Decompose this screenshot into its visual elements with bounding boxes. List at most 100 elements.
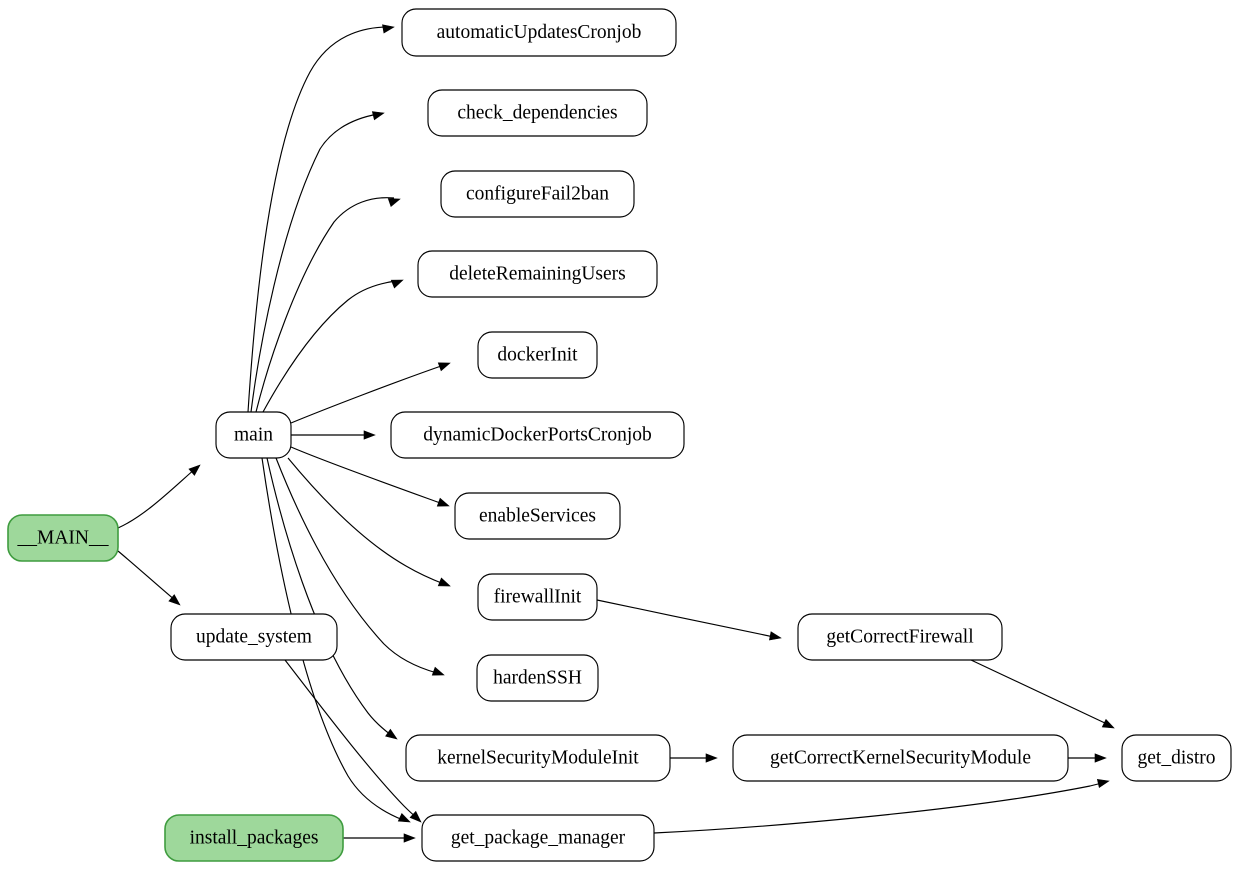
- edge-line: [262, 280, 397, 413]
- node-label: main: [234, 424, 273, 445]
- node-shape[interactable]: [170, 613, 338, 661]
- graph-node-delRemUsers[interactable]: deleteRemainingUsers: [417, 250, 658, 298]
- arrow-head-icon: [1094, 753, 1107, 763]
- node-label: getCorrectFirewall: [826, 626, 974, 647]
- edge-line: [117, 467, 197, 529]
- graph-edge: [117, 550, 181, 606]
- node-label: firewallInit: [494, 586, 582, 607]
- graph-node-getCorrectKSM[interactable]: getCorrectKernelSecurityModule: [732, 734, 1069, 782]
- edge-line: [970, 659, 1108, 725]
- graph-node-hardenSSH[interactable]: hardenSSH: [476, 654, 599, 702]
- graph-node-configFail2ban[interactable]: configureFail2ban: [440, 170, 635, 218]
- node-shape[interactable]: [454, 492, 621, 540]
- edge-line: [653, 782, 1103, 834]
- graph-edge: [291, 430, 376, 440]
- node-label: check_dependencies: [457, 102, 617, 123]
- graph-edge: [250, 111, 385, 413]
- graph-edge: [596, 599, 782, 641]
- arrow-head-icon: [382, 24, 395, 34]
- arrow-head-icon: [1096, 779, 1110, 789]
- graph-edge: [287, 457, 451, 587]
- node-shape[interactable]: [1121, 734, 1232, 782]
- edge-line: [250, 113, 379, 413]
- graph-edge: [290, 362, 451, 424]
- graph-edge: [290, 446, 450, 507]
- node-shape[interactable]: [477, 573, 598, 621]
- node-label: getCorrectKernelSecurityModule: [770, 747, 1031, 768]
- graph-node-get_pkg_mgr[interactable]: get_package_manager: [421, 814, 655, 862]
- node-shape[interactable]: [476, 654, 599, 702]
- graph-node-main_entry[interactable]: __MAIN__: [7, 514, 119, 562]
- node-label: deleteRemainingUsers: [449, 263, 626, 284]
- node-shape[interactable]: [390, 411, 685, 459]
- graph-node-enableServices[interactable]: enableServices: [454, 492, 621, 540]
- arrow-head-icon: [403, 833, 416, 843]
- edge-line: [117, 550, 177, 602]
- arrow-head-icon: [437, 577, 451, 587]
- graph-edge: [275, 457, 445, 676]
- edge-line: [266, 457, 392, 736]
- node-shape-entrypoint[interactable]: [164, 814, 344, 862]
- node-layer: __MAIN__ main update_system install_package…: [7, 8, 1232, 862]
- graph-node-check_deps[interactable]: check_dependencies: [427, 89, 648, 137]
- edge-line: [596, 599, 775, 638]
- node-shape[interactable]: [405, 734, 671, 782]
- node-label: __MAIN__: [17, 527, 109, 548]
- arrow-head-icon: [385, 728, 398, 740]
- node-shape[interactable]: [417, 250, 658, 298]
- node-shape[interactable]: [401, 8, 677, 57]
- edge-line: [290, 446, 444, 505]
- node-label: dockerInit: [497, 344, 578, 365]
- arrow-head-icon: [705, 753, 718, 763]
- graph-node-getCorrectFw[interactable]: getCorrectFirewall: [797, 613, 1003, 661]
- node-shape[interactable]: [440, 170, 635, 218]
- graph-node-dynDockerPorts[interactable]: dynamicDockerPortsCronjob: [390, 411, 685, 459]
- node-label: hardenSSH: [493, 667, 582, 688]
- graph-node-autoUpdCron[interactable]: automaticUpdatesCronjob: [401, 8, 677, 57]
- graph-node-install_packages[interactable]: install_packages: [164, 814, 344, 862]
- graph-node-main[interactable]: main: [215, 411, 292, 459]
- edge-line: [290, 364, 445, 424]
- node-label: enableServices: [479, 505, 596, 526]
- node-label: dynamicDockerPortsCronjob: [423, 424, 652, 445]
- edge-line: [261, 457, 404, 821]
- graph-edge: [970, 659, 1115, 729]
- graph-edge: [262, 279, 404, 413]
- node-shape[interactable]: [421, 814, 655, 862]
- node-shape-entrypoint[interactable]: [7, 514, 119, 562]
- graph-edge: [261, 457, 411, 823]
- graph-edge: [117, 464, 201, 529]
- node-shape[interactable]: [477, 331, 598, 379]
- node-label: get_package_manager: [451, 827, 626, 848]
- graph-edge: [343, 833, 416, 843]
- arrow-head-icon: [387, 198, 401, 208]
- node-shape[interactable]: [215, 411, 292, 459]
- graph-edge: [284, 659, 422, 823]
- graph-edge: [1068, 753, 1107, 763]
- node-label: get_distro: [1138, 747, 1216, 768]
- arrow-head-icon: [168, 594, 181, 606]
- node-shape[interactable]: [427, 89, 648, 137]
- graph-node-dockerInit[interactable]: dockerInit: [477, 331, 598, 379]
- arrow-head-icon: [371, 111, 385, 121]
- node-shape[interactable]: [797, 613, 1003, 661]
- graph-node-firewallInit[interactable]: firewallInit: [477, 573, 598, 621]
- graph-node-get_distro[interactable]: get_distro: [1121, 734, 1232, 782]
- arrow-head-icon: [436, 497, 450, 507]
- arrow-head-icon: [363, 430, 376, 440]
- node-shape[interactable]: [732, 734, 1069, 782]
- arrow-head-icon: [390, 279, 404, 289]
- edge-layer: [117, 24, 1115, 843]
- graph-node-kernSecModInit[interactable]: kernelSecurityModuleInit: [405, 734, 671, 782]
- arrow-head-icon: [437, 362, 451, 372]
- arrow-head-icon: [409, 810, 422, 823]
- node-label: configureFail2ban: [466, 183, 609, 204]
- node-label: update_system: [196, 626, 312, 647]
- node-label: install_packages: [190, 827, 319, 848]
- graph-edge: [670, 753, 718, 763]
- graph-edge: [247, 24, 395, 413]
- graph-node-update_system[interactable]: update_system: [170, 613, 338, 661]
- node-label: kernelSecurityModuleInit: [437, 747, 639, 768]
